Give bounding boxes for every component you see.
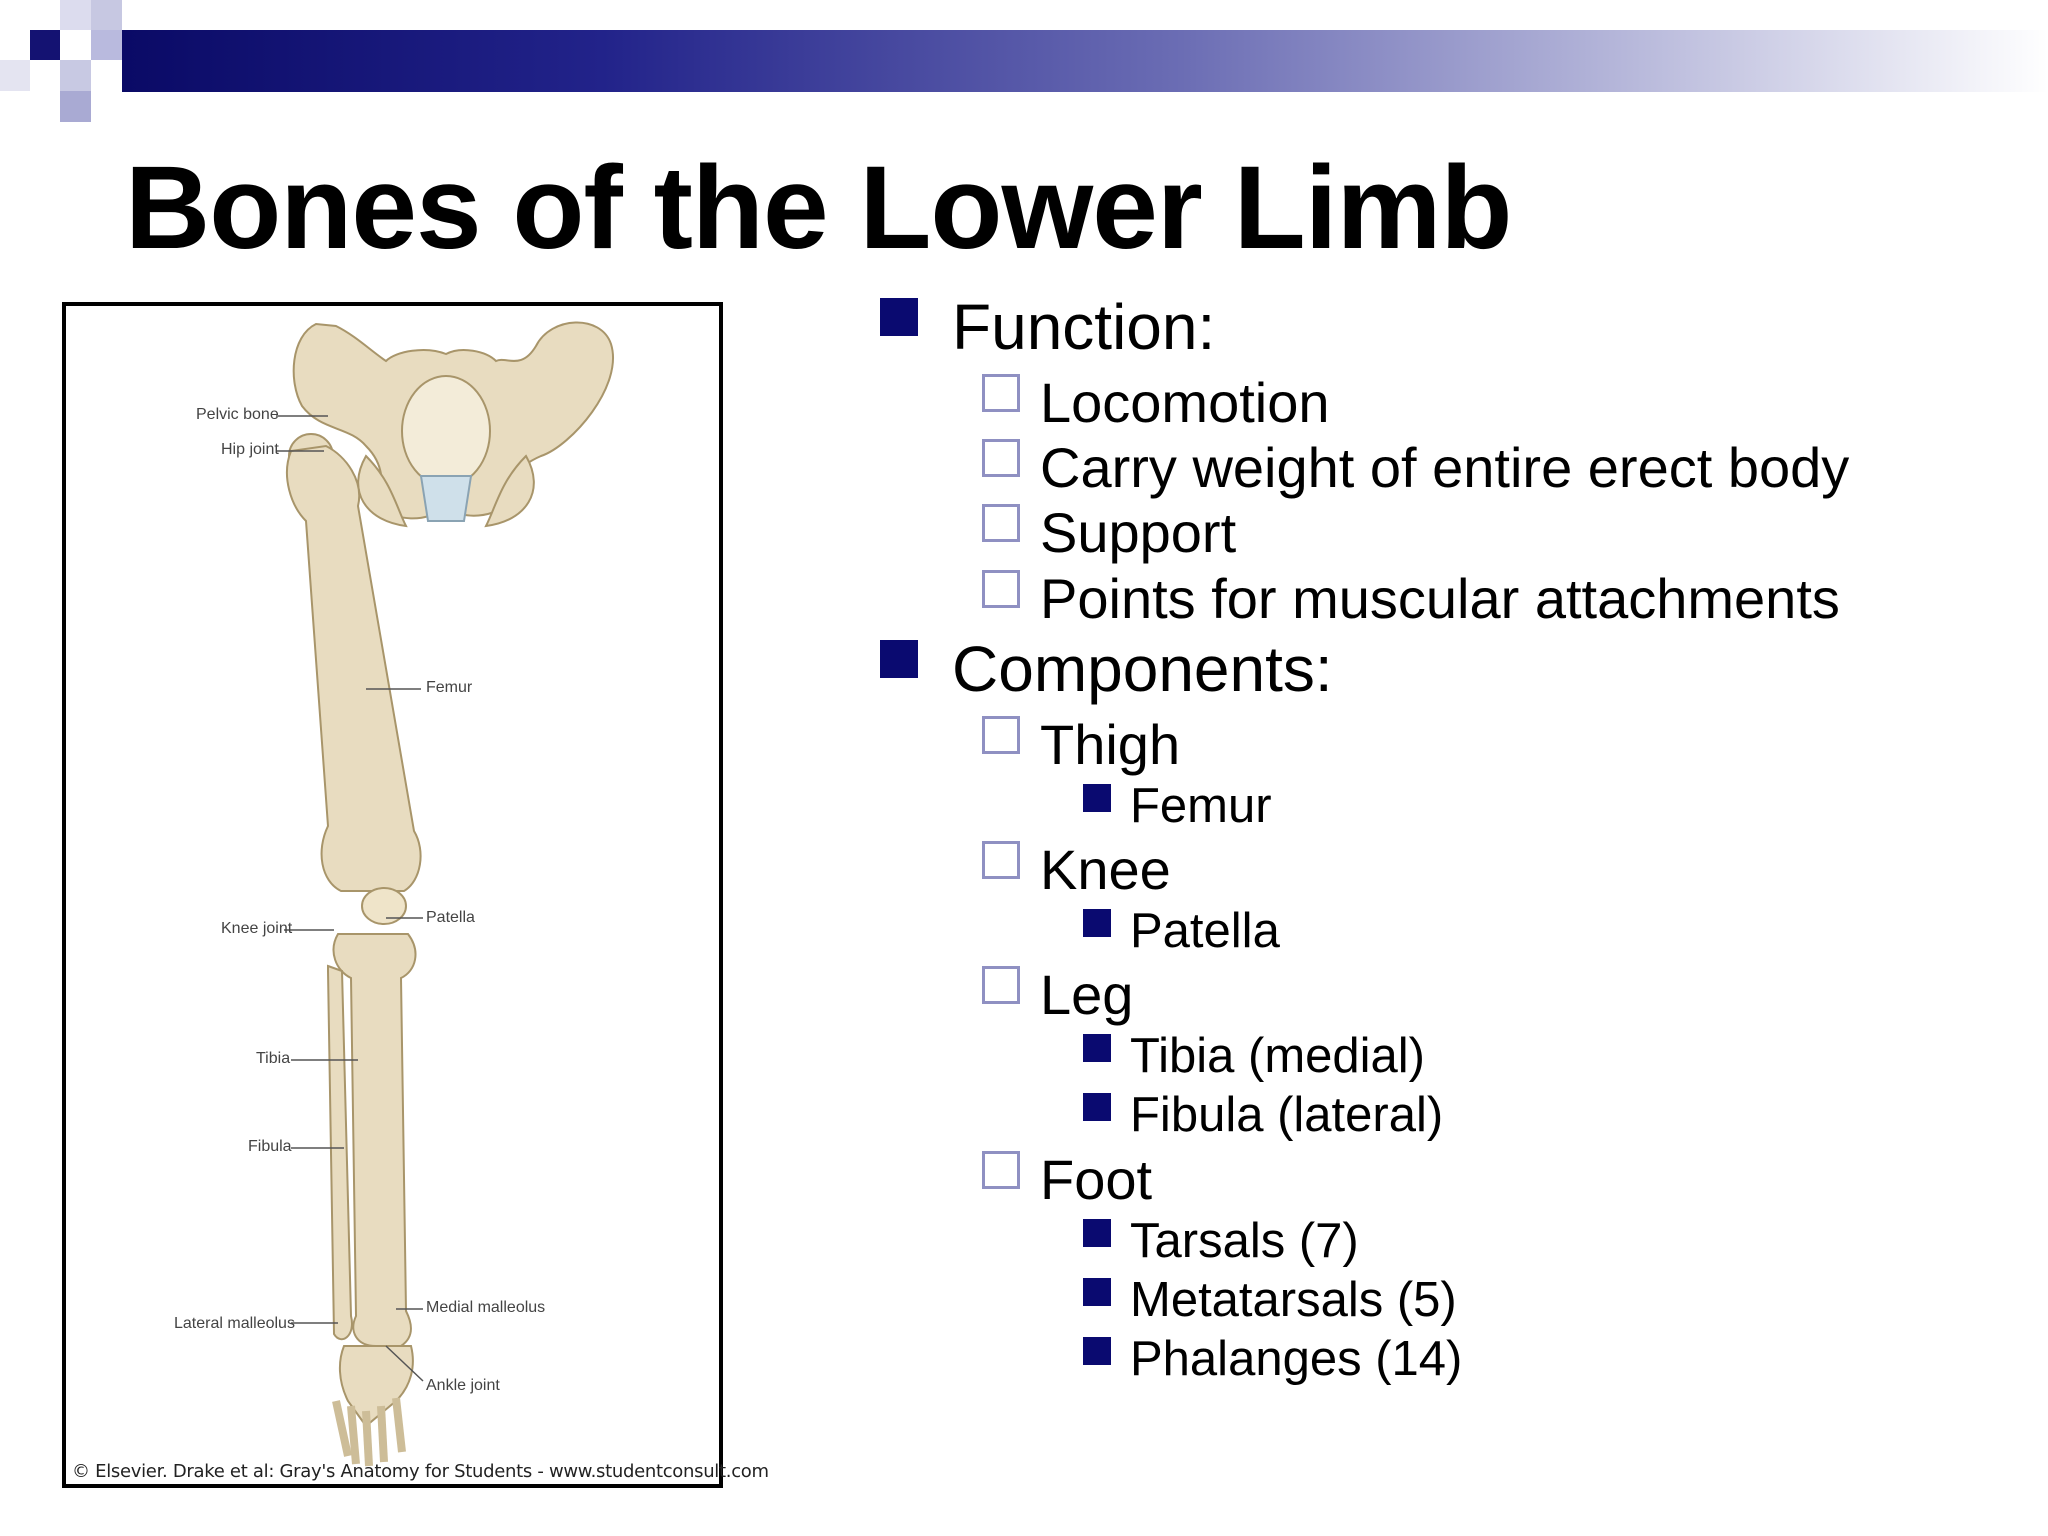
lower-limb-figure: Pelvic bone Hip joint Femur Patella Knee… xyxy=(62,302,769,1488)
component-subitem: Phalanges (14) xyxy=(1130,1332,1463,1386)
bullet-square-icon xyxy=(1083,1337,1111,1365)
function-item: Points for muscular attachments xyxy=(1040,567,1840,630)
bullet-outline-icon xyxy=(982,841,1020,879)
bullet-square-icon xyxy=(880,640,918,678)
bullet-square-icon xyxy=(1083,1219,1111,1247)
component-subitem: Patella xyxy=(1130,904,1280,958)
component-subitem: Tarsals (7) xyxy=(1130,1214,1359,1268)
decor-square xyxy=(91,30,122,60)
component-knee: Knee xyxy=(1040,838,1171,901)
component-subitem: Femur xyxy=(1130,779,1272,833)
decor-square xyxy=(60,0,91,30)
bullet-square-icon xyxy=(880,298,918,336)
decor-square xyxy=(30,30,60,60)
component-subitem: Tibia (medial) xyxy=(1130,1029,1425,1083)
bullet-square-icon xyxy=(1083,784,1111,812)
bullet-outline-icon xyxy=(982,439,1020,477)
figure-credit: © Elsevier. Drake et al: Gray's Anatomy … xyxy=(72,1461,769,1482)
component-subitem: Metatarsals (5) xyxy=(1130,1273,1457,1327)
decor-square xyxy=(0,60,30,91)
label-pelvic-bone: Pelvic bone xyxy=(196,406,279,423)
skeleton-illustration xyxy=(276,321,614,1467)
components-heading: Components: xyxy=(952,633,1333,705)
slide-title: Bones of the Lower Limb xyxy=(125,142,1512,274)
label-patella: Patella xyxy=(426,909,475,926)
label-lateral-malleolus: Lateral malleolus xyxy=(174,1315,295,1332)
decor-square xyxy=(91,0,122,30)
component-subitem: Fibula (lateral) xyxy=(1130,1088,1444,1142)
bullet-outline-icon xyxy=(982,1151,1020,1189)
bullet-outline-icon xyxy=(982,966,1020,1004)
function-heading: Function: xyxy=(952,291,1216,363)
bullet-square-icon xyxy=(1083,1093,1111,1121)
bullet-outline-icon xyxy=(982,504,1020,542)
decor-square xyxy=(60,60,91,91)
component-leg: Leg xyxy=(1040,963,1134,1026)
label-ankle-joint: Ankle joint xyxy=(426,1377,500,1394)
decor-square xyxy=(60,91,91,122)
bullet-square-icon xyxy=(1083,909,1111,937)
label-knee-joint: Knee joint xyxy=(221,920,293,937)
function-item: Support xyxy=(1040,501,1237,564)
label-fibula: Fibula xyxy=(248,1138,292,1155)
bullet-outline-icon xyxy=(982,716,1020,754)
function-item: Carry weight of entire erect body xyxy=(1040,436,1850,499)
label-hip-joint: Hip joint xyxy=(221,441,279,458)
header-gradient-bar xyxy=(122,30,2048,92)
bullet-square-icon xyxy=(1083,1278,1111,1306)
function-item: Locomotion xyxy=(1040,371,1330,434)
label-tibia: Tibia xyxy=(256,1050,291,1067)
label-femur: Femur xyxy=(426,679,473,696)
bullet-outline-icon xyxy=(982,374,1020,412)
component-thigh: Thigh xyxy=(1040,713,1181,776)
bullet-square-icon xyxy=(1083,1034,1111,1062)
bullet-outline-icon xyxy=(982,570,1020,608)
label-medial-malleolus: Medial malleolus xyxy=(426,1299,546,1316)
component-foot: Foot xyxy=(1040,1148,1153,1211)
